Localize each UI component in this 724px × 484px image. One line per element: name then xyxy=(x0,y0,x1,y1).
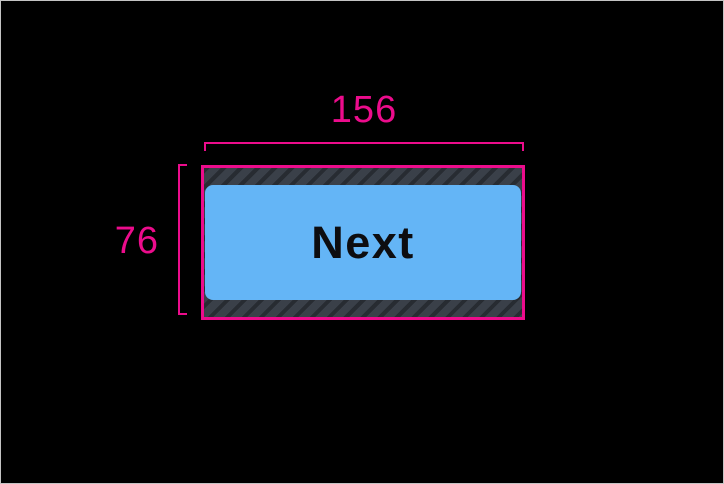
button-bounds-padding-area: Next xyxy=(201,165,525,320)
next-button-label: Next xyxy=(311,217,415,268)
width-dimension-label: 156 xyxy=(330,89,398,131)
height-dimension-label: 76 xyxy=(114,220,159,262)
height-measure-bracket xyxy=(178,164,187,315)
next-button[interactable]: Next xyxy=(205,185,521,300)
width-measure-bracket xyxy=(204,142,524,151)
